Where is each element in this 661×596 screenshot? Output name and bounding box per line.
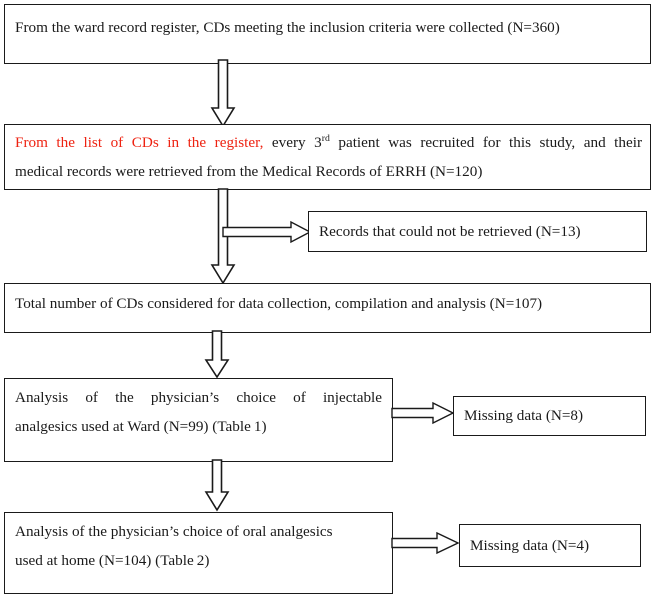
node-box-2-line-1-part-a: every 3 — [263, 134, 322, 151]
node-box-2-ordinal-suffix: rd — [321, 132, 330, 144]
node-box-5-line-1: Analysis of the physician’s choice of or… — [15, 523, 333, 540]
node-side-missing-data-4: Missing data (N=4) — [459, 524, 641, 567]
node-box-2-line-2: medical records were retrieved from the … — [15, 163, 483, 180]
node-side-missing-data-4-text: Missing data (N=4) — [470, 537, 590, 554]
node-side-missing-data-8-text: Missing data (N=8) — [464, 407, 584, 424]
node-box-5-line-2: used at home (N=104) (Table 2) — [15, 552, 210, 569]
arrow-box3-to-box4 — [203, 330, 231, 379]
node-box-1-ward-register: From the ward record register, CDs meeti… — [4, 4, 651, 64]
node-box-5-oral-analgesics: Analysis of the physician’s choice of or… — [4, 512, 393, 594]
node-box-3-text: Total number of CDs considered for data … — [15, 295, 543, 312]
node-box-2-line-1-part-b: patient was recruited for this study, an… — [329, 134, 643, 151]
arrow-branch-to-records-not-retrieved — [222, 220, 313, 246]
node-box-4-text: Analysis of the physician’s choice of in… — [15, 383, 382, 441]
node-side-missing-data-8: Missing data (N=8) — [453, 396, 646, 436]
arrow-box5-to-missing-data-4 — [391, 531, 462, 557]
node-box-2-line-1: From the list of CDs in the register, ev… — [15, 128, 642, 157]
node-box-4-injectable-analgesics: Analysis of the physician’s choice of in… — [4, 378, 393, 462]
node-box-5-text: Analysis of the physician’s choice of or… — [15, 517, 382, 575]
node-box-4-line-2: analgesics used at Ward (N=99) (Table 1) — [15, 418, 267, 435]
node-box-1-text: From the ward record register, CDs meeti… — [15, 19, 560, 36]
node-side-records-not-retrieved: Records that could not be retrieved (N=1… — [308, 211, 647, 252]
node-box-3-total-cds: Total number of CDs considered for data … — [4, 283, 651, 333]
node-box-2-recruitment: From the list of CDs in the register, ev… — [4, 124, 651, 190]
arrow-box1-to-box2 — [210, 59, 236, 128]
node-box-2-red-phrase: From the list of CDs in the register, — [15, 134, 264, 151]
node-side-records-not-retrieved-text: Records that could not be retrieved (N=1… — [319, 223, 581, 240]
node-box-2-text: From the list of CDs in the register, ev… — [15, 128, 642, 186]
arrow-box4-to-missing-data-8 — [391, 401, 456, 427]
arrow-box4-to-box5 — [203, 459, 231, 512]
node-box-4-line-1: Analysis of the physician’s choice of in… — [15, 389, 382, 406]
